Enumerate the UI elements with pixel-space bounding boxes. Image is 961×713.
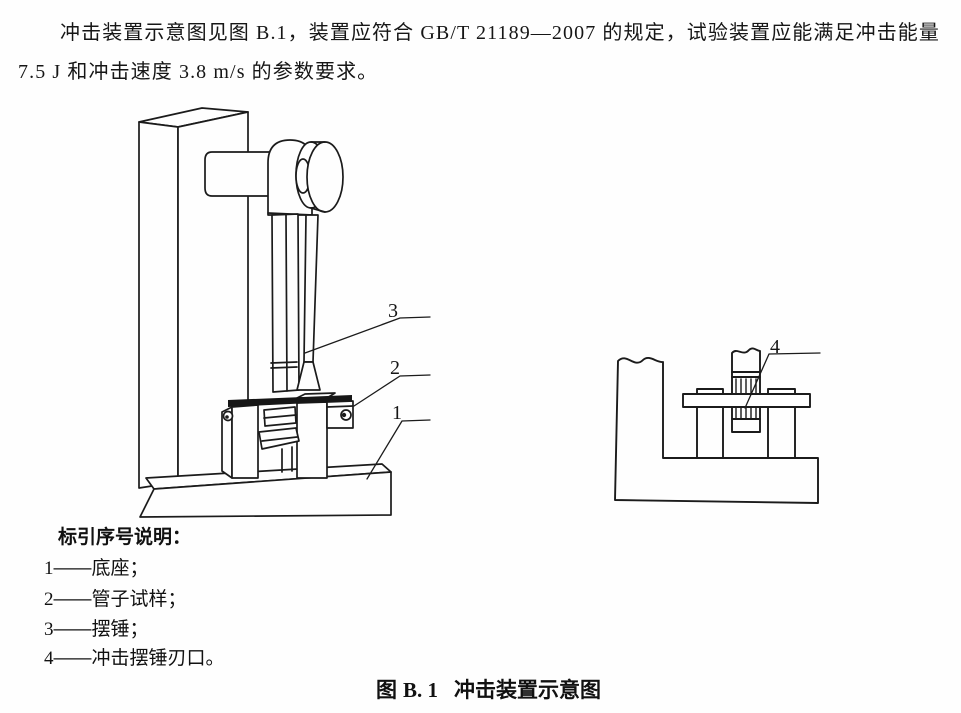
section-pipe-specimen xyxy=(683,394,810,407)
callout-1: 1 xyxy=(392,402,402,424)
figure-caption-prefix: 图 xyxy=(375,679,397,702)
legend-title: 标引序号说明： xyxy=(58,527,192,548)
paragraph-line-1: 冲击装置示意图见图 B.1，装置应符合 GB/T 21189—2007 的规定，… xyxy=(60,22,940,44)
pivot-shaft xyxy=(205,152,284,196)
intro-paragraph: 冲击装置示意图见图 B.1，装置应符合 GB/T 21189—2007 的规定，… xyxy=(18,14,948,92)
legend-item-2-num: 2 xyxy=(44,589,54,610)
leader-line-4 xyxy=(745,353,820,408)
legend-item-3-label: 摆锤； xyxy=(91,619,149,640)
legend-item-4-dash: —— xyxy=(53,648,92,669)
legend: 标引序号说明： 1——底座； 2——管子试样； 3——摆锤； 4——冲击摆锤刃口… xyxy=(44,527,444,668)
pipe-specimen-pieces xyxy=(259,407,299,472)
specimen-fixture xyxy=(222,393,353,478)
legend-item-4-num: 4 xyxy=(44,648,54,669)
legend-item-2-dash: —— xyxy=(53,589,92,610)
legend-item-2: 2——管子试样； xyxy=(44,590,187,609)
paragraph-line-2: 7.5 J 和冲击速度 3.8 m/s 的参数要求。 xyxy=(18,61,379,83)
pendulum-arm xyxy=(271,214,320,392)
callout-2: 2 xyxy=(390,357,400,379)
legend-item-2-label: 管子试样； xyxy=(91,589,187,610)
stand-column xyxy=(139,108,248,488)
legend-item-1-label: 底座； xyxy=(91,558,149,579)
legend-item-1-num: 1 xyxy=(44,558,54,579)
legend-item-1-dash: —— xyxy=(53,558,92,579)
leader-lines-left-view xyxy=(305,317,430,479)
section-view xyxy=(615,348,820,503)
legend-item-1: 1——底座； xyxy=(44,559,149,578)
machine-base xyxy=(140,464,391,517)
pendulum-machine-3d-view xyxy=(139,108,430,517)
legend-item-3-dash: —— xyxy=(53,619,92,640)
callout-4: 4 xyxy=(770,336,780,358)
callout-3: 3 xyxy=(388,300,398,322)
figure-b1-diagram xyxy=(0,95,961,535)
figure-caption-title: 冲击装置示意图 xyxy=(454,679,601,702)
pendulum-head xyxy=(268,140,343,215)
legend-item-4: 4——冲击摆锤刃口。 xyxy=(44,649,225,668)
legend-item-3: 3——摆锤； xyxy=(44,620,149,639)
figure-caption-number: B. 1 xyxy=(402,678,438,702)
section-stand-outline xyxy=(615,358,818,503)
section-knife-edge xyxy=(732,407,760,432)
legend-item-3-num: 3 xyxy=(44,619,54,640)
legend-item-4-label: 冲击摆锤刃口。 xyxy=(91,648,225,669)
section-pendulum-arm xyxy=(732,348,760,394)
